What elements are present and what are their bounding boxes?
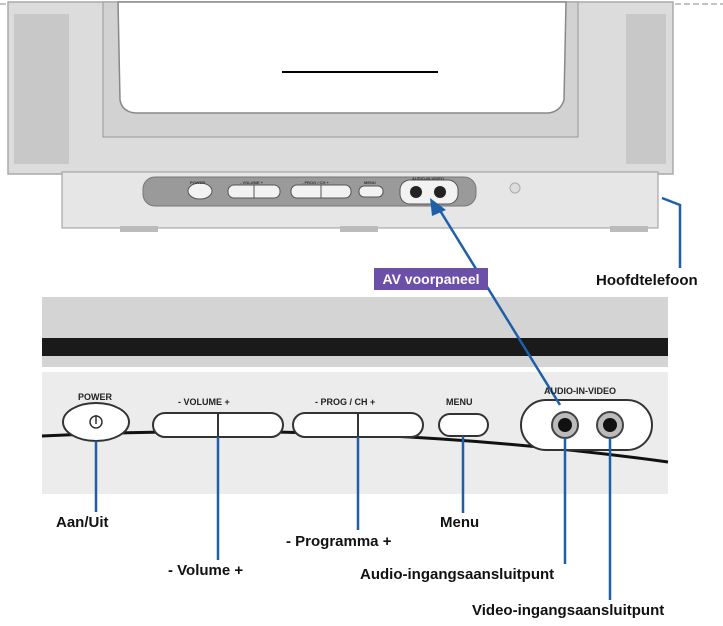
- av-jack-panel: [520, 399, 653, 451]
- mini-menu-button: [358, 185, 384, 198]
- panel-black-edge: [42, 338, 668, 356]
- base-feet-mid: [340, 226, 378, 232]
- mini-headphone-jack: [509, 182, 521, 194]
- screen: [117, 1, 567, 114]
- power-label: POWER: [78, 392, 113, 402]
- mini-av-jacks: [399, 179, 459, 205]
- mini-power-button: [187, 182, 213, 200]
- mini-menu-label: MENU: [364, 180, 376, 185]
- volume-label: - VOLUME +: [178, 397, 230, 407]
- base-feet-right: [610, 226, 648, 232]
- panel-top-band: [42, 297, 668, 367]
- base-feet-left: [120, 226, 158, 232]
- mini-power-label: POWER: [190, 180, 206, 185]
- volume-callout: - Volume +: [168, 562, 244, 579]
- av-label: AUDIO-IN-VIDEO: [544, 386, 616, 396]
- mini-volume-label: - VOLUME +: [240, 180, 264, 185]
- menu-label: MENU: [446, 397, 473, 407]
- menu-callout: Menu: [440, 514, 480, 531]
- menu-button[interactable]: [438, 413, 489, 437]
- power-callout: Aan/Uit: [56, 514, 109, 531]
- av-arrow-head: [430, 198, 446, 216]
- speaker-left: [14, 14, 69, 164]
- headphones-callout: Hoofdtelefoon: [596, 272, 698, 289]
- prog-label: - PROG / CH +: [315, 397, 376, 407]
- program-callout: - Programma +: [286, 533, 392, 550]
- video-in-callout: Video-ingangsaansluitpunt: [472, 602, 665, 619]
- av-front-callout: AV voorpaneel: [374, 268, 488, 290]
- mini-av-label: AUDIO-IN-VIDEO: [412, 176, 444, 181]
- audio-in-callout: Audio-ingangsaansluitpunt: [360, 566, 555, 583]
- leader-lines: [94, 196, 682, 600]
- speaker-right: [626, 14, 666, 164]
- mini-prog-label: - PROG / CH +: [302, 180, 329, 185]
